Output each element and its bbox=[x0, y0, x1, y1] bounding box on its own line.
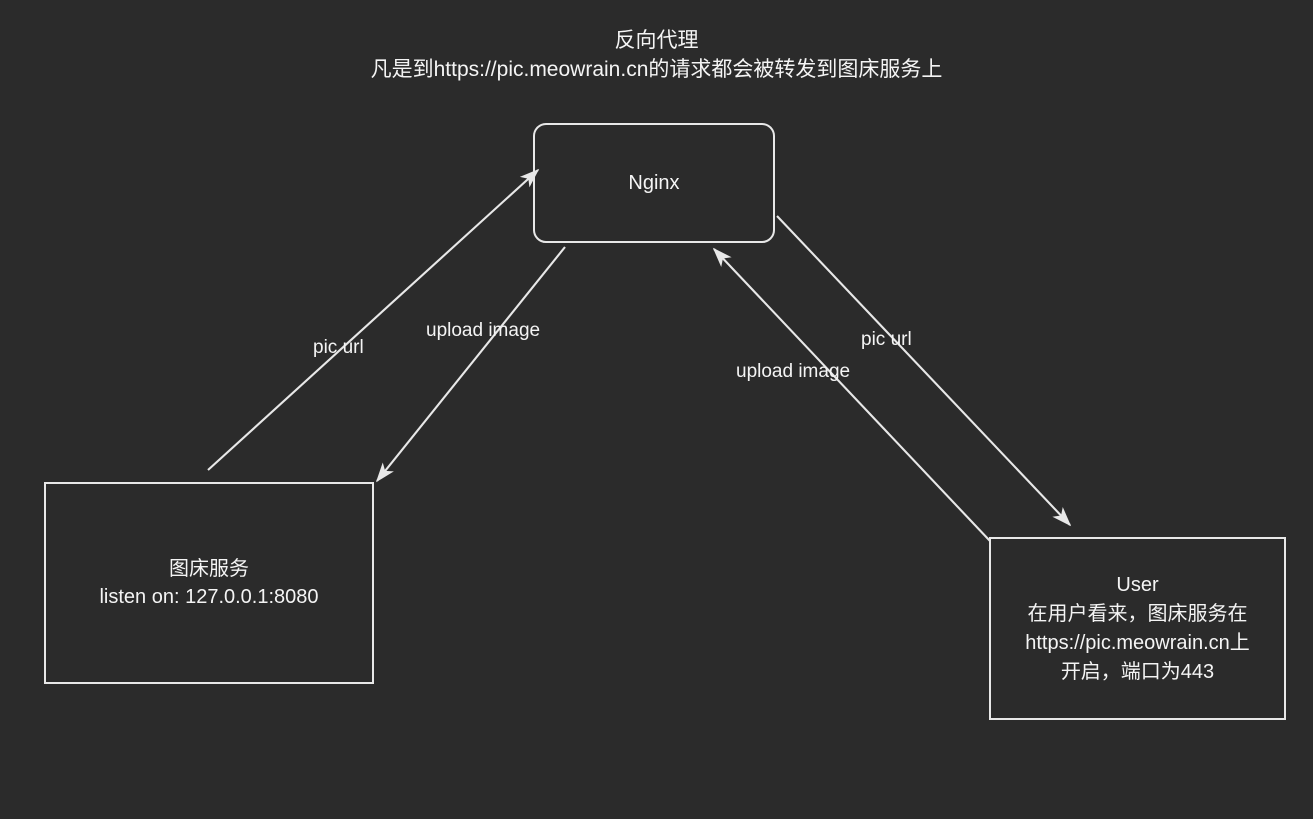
node-imagehost-title: 图床服务 bbox=[169, 558, 249, 580]
edge-label-pic-url-right: pic url bbox=[861, 329, 912, 350]
node-nginx[interactable]: Nginx bbox=[533, 123, 775, 243]
node-imagehost-listen: listen on: 127.0.0.1:8080 bbox=[99, 586, 319, 608]
diagram-title-line-2: 凡是到https://pic.meowrain.cn的请求都会被转发到图床服务上 bbox=[370, 58, 943, 81]
node-user-desc-2: https://pic.meowrain.cn上 bbox=[1025, 631, 1250, 654]
node-user-desc-3: 开启，端口为443 bbox=[1060, 660, 1215, 683]
edge-nginx-to-imagehost bbox=[375, 246, 566, 483]
node-nginx-label: Nginx bbox=[628, 172, 680, 194]
node-image-hosting-service[interactable]: 图床服务 listen on: 127.0.0.1:8080 bbox=[44, 482, 374, 684]
edge-label-upload-image-right: upload image bbox=[736, 361, 851, 382]
diagram-title-line-1: 反向代理 bbox=[614, 29, 699, 52]
edge-label-upload-image-left: upload image bbox=[426, 320, 541, 341]
node-user[interactable]: User 在用户看来，图床服务在 https://pic.meowrain.cn… bbox=[989, 537, 1286, 720]
node-user-desc-1: 在用户看来，图床服务在 bbox=[1027, 602, 1248, 625]
edge-label-pic-url-left: pic url bbox=[313, 337, 364, 358]
node-user-title: User bbox=[1116, 573, 1159, 596]
edge-user-to-nginx bbox=[712, 247, 991, 542]
diagram-title: 反向代理 凡是到https://pic.meowrain.cn的请求都会被转发到… bbox=[0, 26, 1313, 84]
